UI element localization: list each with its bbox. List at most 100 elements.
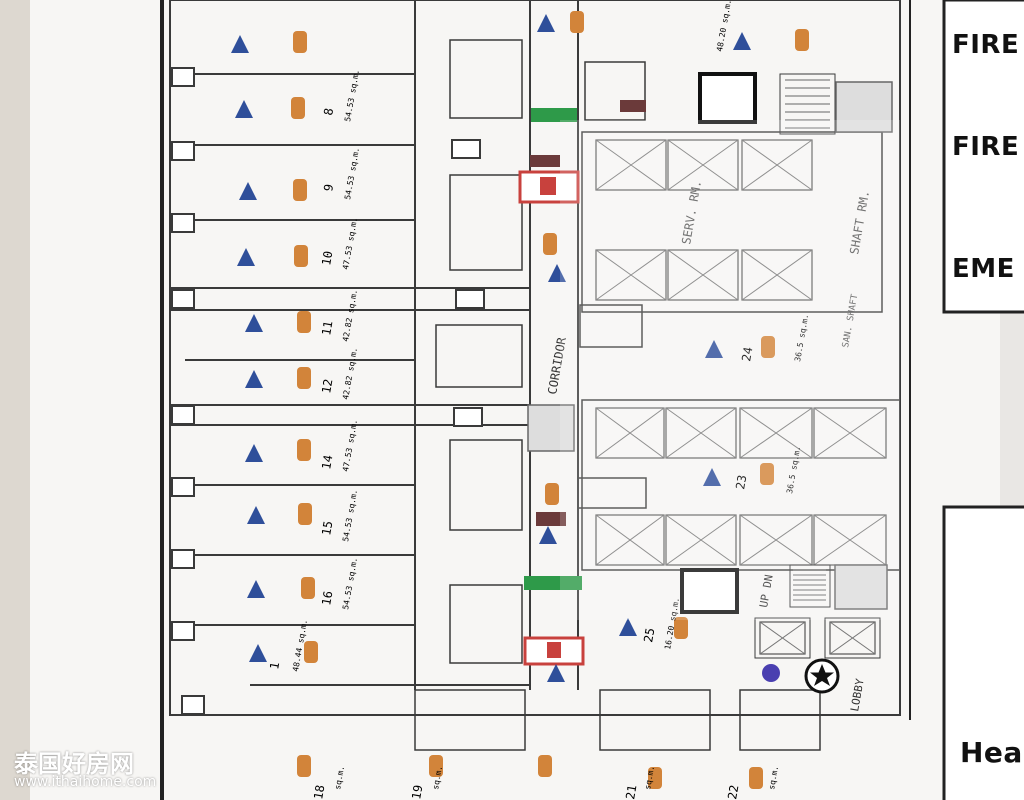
smoke-detector-icon <box>760 463 774 485</box>
smoke-detector-icon <box>570 11 584 33</box>
smoke-detector-icon <box>297 439 311 461</box>
watermark-brand: 泰国好房网 <box>14 750 134 778</box>
x-box-diag <box>739 407 813 459</box>
x-box-diag <box>665 407 737 459</box>
triangle-marker-icon <box>245 314 263 332</box>
legend-box-top <box>942 0 1024 314</box>
smoke-detector-icon <box>429 755 443 777</box>
smoke-detector-icon <box>297 367 311 389</box>
svg-text:sq.m.: sq.m. <box>643 765 656 790</box>
x-box-diag <box>667 249 739 301</box>
x-box-diag <box>813 407 887 459</box>
smoke-detector-icon <box>761 336 775 358</box>
triangle-marker-icon <box>733 32 751 50</box>
svg-text:21: 21 <box>623 784 639 800</box>
x-box-diag <box>829 621 876 655</box>
triangle-marker-icon <box>537 14 555 32</box>
triangle-marker-icon <box>539 526 557 544</box>
smoke-detector-icon <box>304 641 318 663</box>
triangle-marker-icon <box>235 100 253 118</box>
x-box-diag <box>665 514 737 566</box>
svg-text:23: 23 <box>733 474 749 491</box>
x-box-diag <box>741 139 813 191</box>
triangle-marker-icon <box>231 35 249 53</box>
svg-text:19: 19 <box>409 784 425 800</box>
legend-heat: Hea <box>960 736 1023 769</box>
x-box <box>813 407 887 459</box>
x-box-diag <box>595 407 665 459</box>
star-icon <box>810 664 834 686</box>
x-box <box>829 621 876 655</box>
triangle-marker-icon <box>547 664 565 682</box>
smoke-detector-icon <box>674 617 688 639</box>
exit-signs <box>524 108 582 590</box>
svg-text:9: 9 <box>321 183 336 193</box>
bottom-unit-labels: 18 sq.m. 19 sq.m. 21 sq.m. 22 sq.m. <box>311 765 780 800</box>
x-box <box>667 249 739 301</box>
x-box-diag <box>813 514 887 566</box>
x-box <box>595 514 665 566</box>
fire-exit-markers <box>231 14 751 682</box>
triangle-marker-icon <box>245 444 263 462</box>
svg-text:1: 1 <box>267 661 282 671</box>
svg-text:8: 8 <box>321 107 336 117</box>
x-box-diag <box>595 139 667 191</box>
smoke-detector-icon <box>749 767 763 789</box>
triangle-marker-icon <box>619 618 637 636</box>
x-box <box>595 139 667 191</box>
x-box <box>595 407 665 459</box>
hose-reel-cabinets <box>680 72 757 614</box>
small-devices <box>530 100 646 526</box>
triangle-marker-icon <box>548 264 566 282</box>
triangle-marker-icon <box>247 580 265 598</box>
x-box <box>759 621 806 655</box>
svg-text:14: 14 <box>319 454 335 471</box>
svg-text:15: 15 <box>319 520 335 537</box>
legend-emergency: EME <box>952 254 1015 284</box>
svg-text:22: 22 <box>725 784 741 800</box>
facade-windows <box>171 67 485 715</box>
x-boxes <box>595 139 887 655</box>
svg-text:12: 12 <box>319 378 335 395</box>
svg-text:25: 25 <box>641 627 657 644</box>
triangle-marker-icon <box>705 340 723 358</box>
smoke-detector-icon <box>795 29 809 51</box>
smoke-detector-icon <box>294 245 308 267</box>
smoke-detector-icon <box>545 483 559 505</box>
svg-text:24: 24 <box>739 346 755 363</box>
x-box-diag <box>759 621 806 655</box>
triangle-marker-icon <box>247 506 265 524</box>
svg-text:11: 11 <box>319 320 335 337</box>
smoke-detector-icon <box>297 311 311 333</box>
smoke-detector-icon <box>293 31 307 53</box>
triangle-marker-icon <box>237 248 255 266</box>
smoke-detector-icon <box>298 503 312 525</box>
smoke-detector-icon <box>301 577 315 599</box>
x-box <box>739 407 813 459</box>
x-box-diag <box>595 249 667 301</box>
x-box <box>741 249 813 301</box>
smoke-detector-icon <box>538 755 552 777</box>
smoke-detector-icon <box>543 233 557 255</box>
svg-text:sq.m.: sq.m. <box>333 765 346 790</box>
x-box-diag <box>739 514 813 566</box>
x-box <box>665 514 737 566</box>
smoke-detectors <box>291 11 809 789</box>
svg-text:16: 16 <box>319 590 335 607</box>
legend-box-bottom <box>942 505 1024 800</box>
svg-text:18: 18 <box>311 784 327 800</box>
triangle-marker-icon <box>239 182 257 200</box>
smoke-detector-icon <box>648 767 662 789</box>
x-box-diag <box>667 139 739 191</box>
stair-treads <box>785 79 830 601</box>
service-rooms <box>581 131 901 571</box>
stairs <box>754 73 881 659</box>
svg-text:sq.m.: sq.m. <box>431 765 444 790</box>
x-box <box>741 139 813 191</box>
smoke-detector-icon <box>291 97 305 119</box>
x-box-diag <box>741 249 813 301</box>
svg-text:sq.m.: sq.m. <box>767 765 780 790</box>
x-box <box>595 249 667 301</box>
bathroom-blocks <box>414 39 821 751</box>
